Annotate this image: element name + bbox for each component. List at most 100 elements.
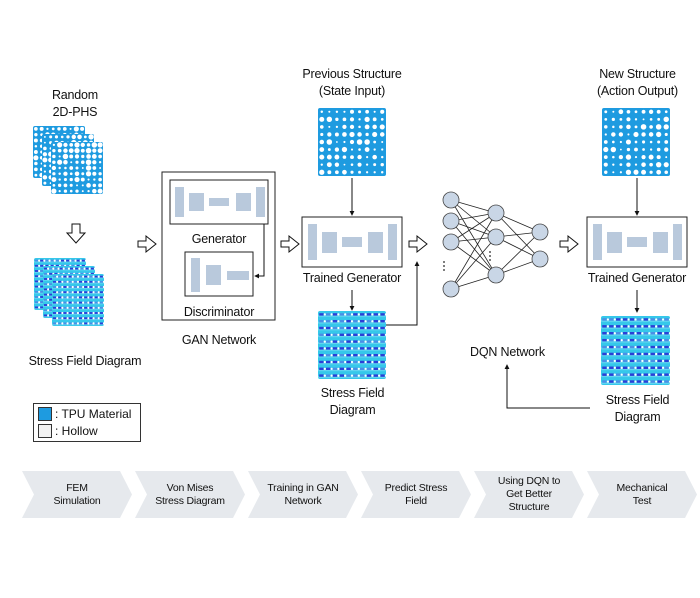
stress-cell <box>45 264 49 267</box>
stress-cell <box>68 280 72 283</box>
stress-cell <box>49 283 53 286</box>
hollow-pore <box>69 183 73 187</box>
hollow-pore <box>664 110 668 114</box>
hollow-pore <box>626 147 631 152</box>
hollow-pore <box>58 155 61 158</box>
hollow-pore <box>342 117 347 122</box>
stress-cell <box>78 317 83 320</box>
stress-cell <box>326 374 331 377</box>
hollow-pore <box>320 163 323 166</box>
stress-cell <box>629 332 635 335</box>
hollow-pore <box>34 173 38 177</box>
stress-cell <box>63 291 67 294</box>
stress-cell <box>49 309 53 312</box>
ellipsis-dot <box>489 259 491 261</box>
input-title-line1: Random <box>51 88 99 102</box>
stress-cell <box>339 340 344 343</box>
stress-cell <box>616 366 621 369</box>
stress-cell <box>616 345 621 349</box>
stress-cell <box>60 259 65 262</box>
stress-cell <box>99 317 104 320</box>
stress-cell <box>84 280 88 283</box>
hollow-pore <box>373 148 376 151</box>
legend-item-tpu: : TPU Material <box>38 407 131 421</box>
hollow-pore <box>612 125 615 129</box>
hollow-pore <box>626 109 631 114</box>
generator-to-discriminator-line <box>254 224 265 279</box>
process-step-line: Stress Diagram <box>155 494 225 507</box>
stress-cell <box>616 380 621 383</box>
hollow-pore <box>86 183 91 188</box>
stress-cell <box>332 374 338 377</box>
stress-cell <box>650 366 655 369</box>
hollow-pore <box>612 110 615 113</box>
stress-cell <box>40 290 44 293</box>
hollow-pore <box>649 118 653 121</box>
stress-cell <box>650 380 655 383</box>
stress-cell <box>81 259 86 262</box>
stress-cell <box>71 264 75 267</box>
hollow-pore <box>80 177 85 182</box>
hollow-pore <box>69 143 74 147</box>
hollow-pore <box>664 132 668 137</box>
hollow-pore <box>612 140 615 144</box>
stress-cell <box>319 326 324 330</box>
hollow-pore <box>66 135 70 139</box>
stress-cell <box>366 347 372 350</box>
stress-cell <box>353 360 358 364</box>
hollow-pore <box>356 139 363 145</box>
stress-cell <box>73 317 78 320</box>
stress-cell <box>52 322 57 325</box>
stress-cell <box>602 380 607 383</box>
hollow-pore <box>604 117 608 121</box>
stress-cell <box>40 275 44 278</box>
stress-cell <box>40 301 44 304</box>
stress-cell <box>40 264 44 267</box>
stress-cell <box>49 298 53 301</box>
hollow-pore <box>618 109 624 115</box>
new-structure-image <box>602 108 670 176</box>
stress-cell <box>650 352 655 356</box>
hollow-pore <box>656 131 662 138</box>
stress-cell <box>616 338 621 342</box>
stress-cell <box>49 278 53 280</box>
hollow-pore <box>98 183 103 188</box>
hollow-pore <box>604 110 608 114</box>
stress-cell <box>346 313 351 316</box>
hollow-pore <box>365 132 369 137</box>
stress-cell <box>326 333 331 337</box>
stress-cell <box>602 366 607 369</box>
hollow-pore <box>365 109 369 114</box>
stress-cell <box>360 333 365 337</box>
hollow-pore <box>603 162 608 167</box>
stress-cell <box>78 306 83 309</box>
stress-cell <box>380 326 385 330</box>
stress-cell <box>346 333 351 337</box>
hollow-pore <box>81 167 84 169</box>
stress-cell <box>66 264 70 267</box>
stress-cell <box>58 322 62 325</box>
previous-structure-image <box>318 108 386 176</box>
hollow-pore <box>626 117 631 122</box>
hollow-arrow-to-generator <box>280 234 300 254</box>
gan-network-label: GAN Network <box>181 333 257 347</box>
process-flow <box>22 471 697 518</box>
stress-cell <box>34 280 39 283</box>
random-phs-stack <box>33 126 103 194</box>
hollow-pore <box>604 170 608 174</box>
hollow-pore <box>51 177 57 183</box>
stress-cell <box>54 267 58 270</box>
stress-cell <box>616 332 621 335</box>
stress-cell <box>609 380 614 383</box>
stress-cell <box>49 288 53 291</box>
stress-cell <box>643 359 649 363</box>
hollow-pore <box>58 190 61 193</box>
stress-cell <box>49 314 53 317</box>
stress-cell <box>353 353 358 357</box>
generator-label: Generator <box>191 232 247 246</box>
hollow-pore <box>341 146 348 153</box>
hollow-pore <box>648 109 654 114</box>
hollow-pore <box>319 125 324 129</box>
hollow-pore <box>52 160 56 164</box>
